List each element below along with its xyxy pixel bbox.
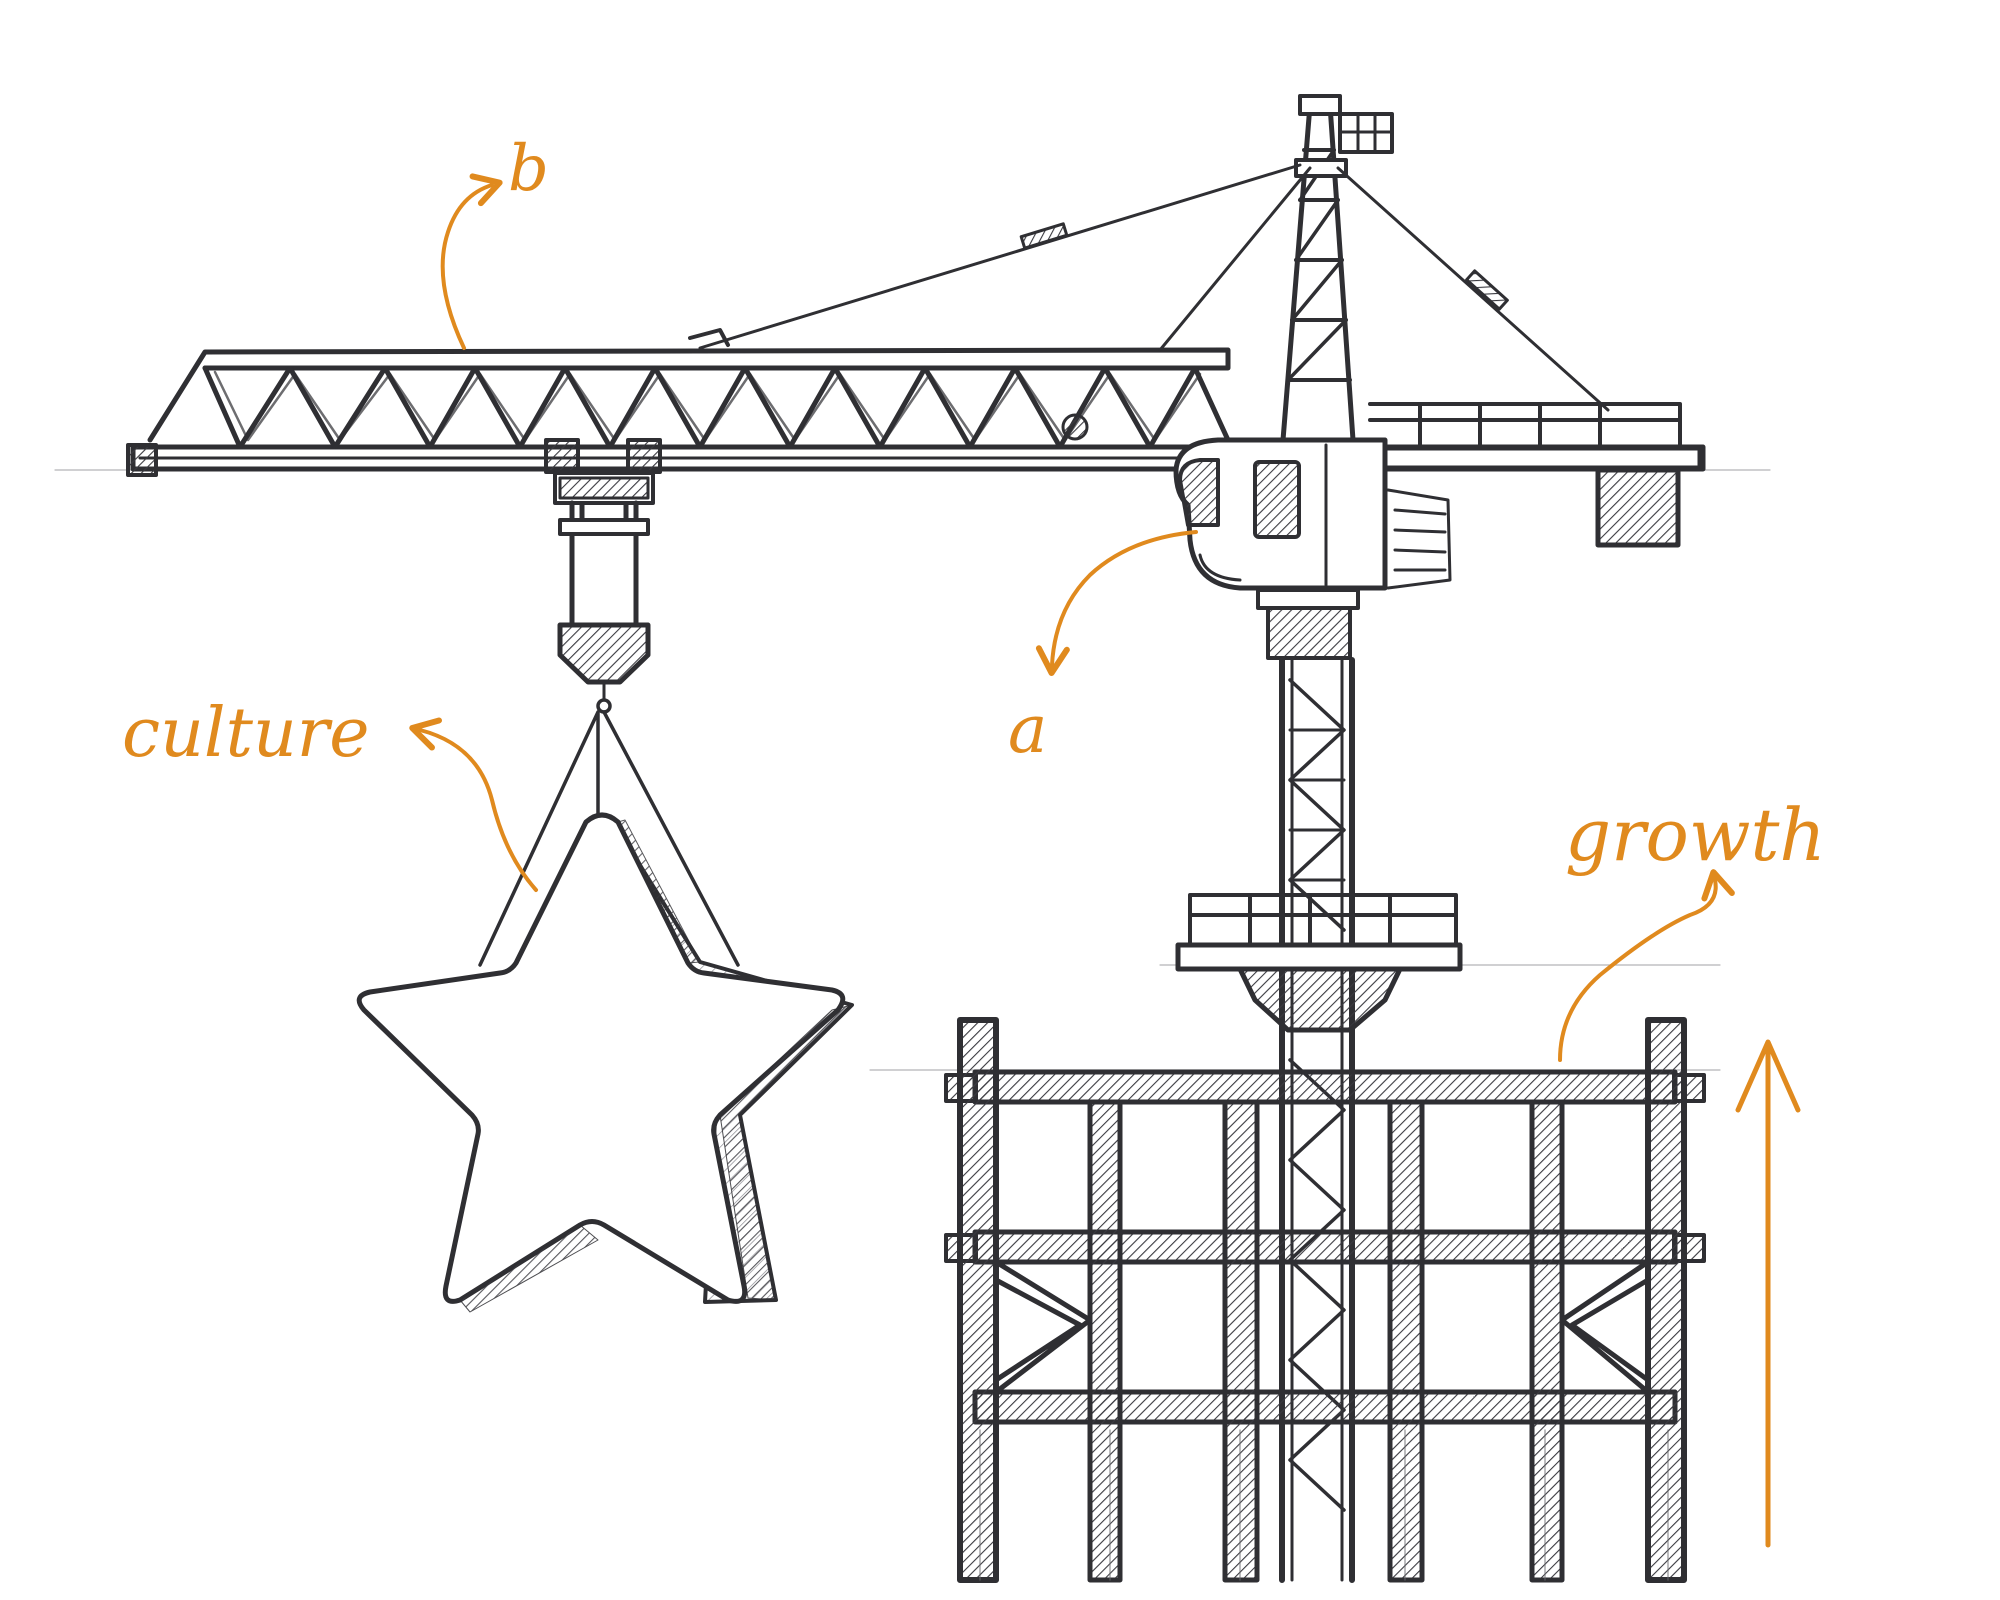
b-label: b — [508, 132, 549, 206]
crane-jib — [126, 347, 1706, 548]
crane-winch — [1061, 413, 1089, 441]
a-label: a — [1008, 691, 1047, 768]
crane-climbing-platform — [1175, 893, 1463, 1033]
annotation-layer: culture b a growth — [122, 132, 1826, 1548]
crane-hook-block — [557, 622, 651, 714]
crane-trolley — [544, 438, 662, 628]
crane-tower-head — [1280, 94, 1394, 443]
culture-label: culture — [122, 694, 370, 773]
tower-crane-icon — [126, 94, 1706, 1583]
growth-arrow-icon — [1558, 869, 1735, 1062]
up-arrow-icon — [1735, 1039, 1801, 1548]
growth-label: growth — [1565, 793, 1826, 877]
b-arrow-icon — [440, 173, 503, 350]
crane-cables — [688, 163, 1610, 412]
crane-mast — [1279, 657, 1355, 1583]
star-icon — [356, 710, 854, 1313]
scaffold-icon — [944, 1017, 1706, 1583]
a-arrow-icon — [1035, 530, 1198, 676]
culture-arrow-icon — [409, 717, 538, 892]
crane-cabin — [1173, 437, 1452, 660]
